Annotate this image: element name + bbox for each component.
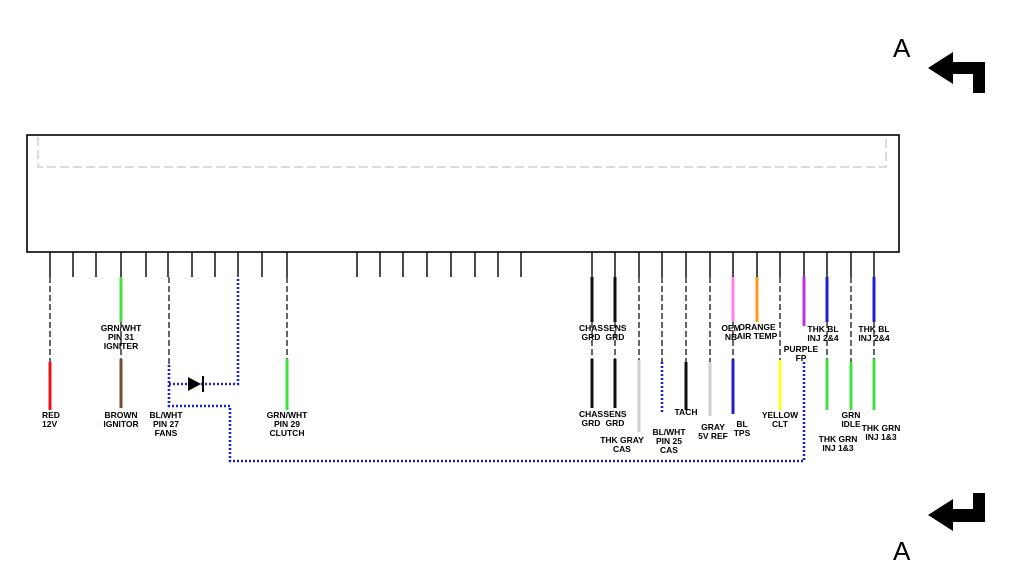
label-line: PURPLE: [784, 344, 819, 354]
label-line: THK BL: [807, 324, 838, 334]
label-line: GRN/WHT: [101, 323, 142, 333]
section-marker-top: A: [893, 33, 985, 93]
label-line: AIR TEMP: [737, 331, 778, 341]
label-line: PIN 29: [274, 419, 300, 429]
label-line: BL: [736, 419, 747, 429]
label-line: YELLOW: [762, 410, 799, 420]
label-line: ORANGE: [738, 322, 776, 332]
blue-harness: [167, 279, 806, 463]
label-line: THK BL: [858, 324, 889, 334]
label-line: GRD: [582, 418, 601, 428]
section-letter-bottom: A: [893, 536, 911, 566]
label-line: PIN 25: [656, 436, 682, 446]
label-line: CLT: [772, 419, 789, 429]
label-line: PIN 31: [108, 332, 134, 342]
label-line: THK GRAY: [600, 435, 644, 445]
cas-harness-loop: [167, 362, 806, 463]
label-line: IDLE: [841, 419, 861, 429]
label-line: GRD: [606, 332, 625, 342]
label-line: TPS: [734, 428, 751, 438]
label-line: THK GRN: [862, 423, 901, 433]
arrow-return-left-icon: [928, 493, 985, 531]
label-line: SENS: [603, 409, 626, 419]
label-line: GRN/WHT: [267, 410, 308, 420]
wires: [48, 277, 876, 432]
label-line: INJ 1&3: [865, 432, 896, 442]
label-line: INJ 1&3: [822, 443, 853, 453]
diode-icon: [188, 376, 204, 392]
label-line: CAS: [613, 444, 631, 454]
label-line: BROWN: [104, 410, 137, 420]
label-line: RED: [42, 410, 60, 420]
section-letter-top: A: [893, 33, 911, 63]
label-line: CLUTCH: [270, 428, 305, 438]
label-line: CHAS: [579, 323, 603, 333]
label-line: GRN: [842, 410, 861, 420]
connector-inner-outline: [37, 137, 887, 168]
label-line: BL/WHT: [149, 410, 183, 420]
label-line: IGNITOR: [103, 419, 138, 429]
label-line: OEM: [721, 323, 740, 333]
label-line: FANS: [155, 428, 178, 438]
label-line: PIN 27: [153, 419, 179, 429]
label-line: BL/WHT: [652, 427, 686, 437]
label-line: CHAS: [579, 409, 603, 419]
label-tach: TACH: [675, 407, 698, 417]
connector-pins: [49, 252, 875, 277]
ecu-connector-body: [26, 134, 900, 253]
label-line: SENS: [603, 323, 626, 333]
label-line: GRAY: [701, 422, 725, 432]
label-line: 5V REF: [698, 431, 728, 441]
label-line: GRD: [606, 418, 625, 428]
label-line: TACH: [675, 407, 698, 417]
label-line: FP: [796, 353, 807, 363]
section-marker-bottom: A: [893, 493, 985, 566]
fans-diode-loop: [169, 279, 240, 386]
label-line: INJ 2&4: [807, 333, 838, 343]
label-line: IGNITER: [104, 341, 138, 351]
label-line: NB: [725, 332, 737, 342]
label-line: THK GRN: [819, 434, 858, 444]
arrow-return-left-icon: [928, 52, 985, 93]
label-line: INJ 2&4: [858, 333, 889, 343]
label-line: GRD: [582, 332, 601, 342]
label-line: 12V: [42, 419, 57, 429]
label-line: CAS: [660, 445, 678, 455]
